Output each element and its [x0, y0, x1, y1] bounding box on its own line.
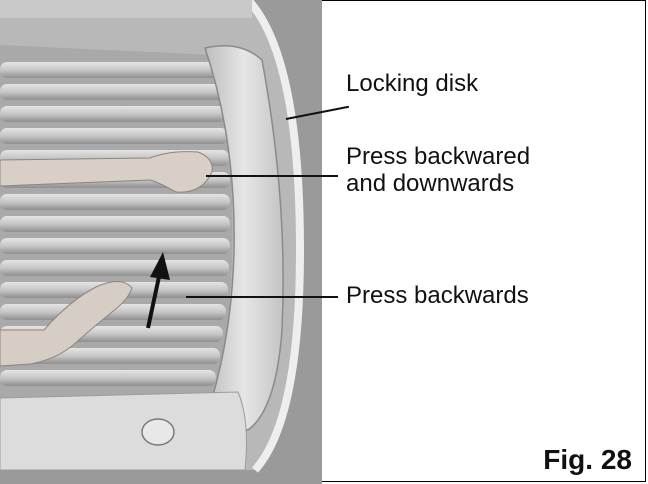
lower-arm-hand [0, 281, 133, 367]
callout-press-backwards-text: Press backwards [346, 282, 529, 309]
push-direction-arrow [146, 252, 170, 329]
callout-press-backwared-downwards: Press backwared and downwards [346, 143, 530, 197]
canopy-rim [246, 0, 305, 473]
callout-locking-disk: Locking disk [346, 70, 478, 97]
figure-label: Fig. 28 [543, 444, 632, 475]
bottom-panel [0, 391, 247, 471]
callout-line-1: Press backwared [346, 143, 531, 170]
brand-logo-mark [141, 418, 175, 446]
leader-line-press-backwards [186, 296, 338, 298]
upper-arm-hand [0, 151, 213, 193]
callout-locking-disk-text: Locking disk [346, 70, 479, 97]
callout-line-2: and downwards [346, 170, 515, 197]
canopy-illustration [0, 0, 322, 484]
canopy-top-edge [0, 0, 252, 18]
tanning-bed-photo [0, 0, 322, 484]
leader-line-press-backwared [206, 175, 338, 177]
callout-press-backwards: Press backwards [346, 282, 529, 309]
side-frame [204, 45, 284, 431]
